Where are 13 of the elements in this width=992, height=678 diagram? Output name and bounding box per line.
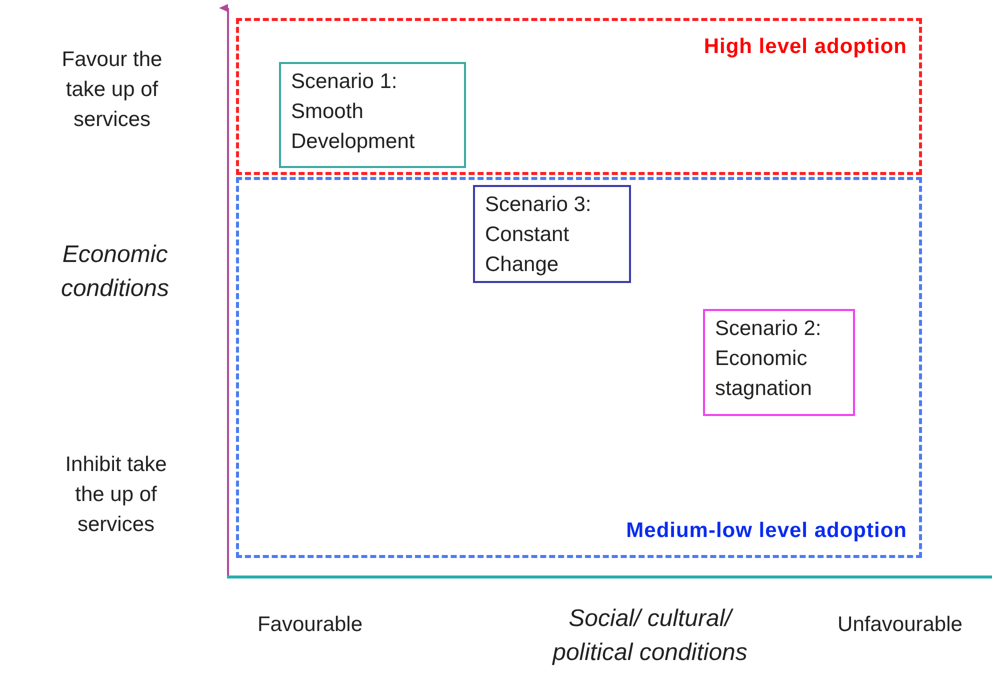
axis-label: Inhibit take the up of services bbox=[64, 452, 168, 538]
axis-label: Favour the take up of services bbox=[60, 47, 164, 133]
scenario-box: Scenario 3: Constant Change bbox=[473, 185, 631, 283]
dashed-region bbox=[236, 177, 922, 558]
axis-title: Social/ cultural/ political conditions bbox=[551, 604, 748, 668]
region-label: Medium-low level adoption bbox=[626, 519, 907, 543]
region-label: High level adoption bbox=[704, 35, 907, 59]
axis-label: Favourable bbox=[256, 612, 364, 638]
dashed-region bbox=[236, 18, 922, 175]
axis-label: Unfavourable bbox=[836, 612, 964, 638]
scenario-box: Scenario 2: Economic stagnation bbox=[703, 309, 855, 416]
axis-title: Economic conditions bbox=[60, 240, 170, 304]
scenario-box: Scenario 1: Smooth Development bbox=[279, 62, 466, 168]
